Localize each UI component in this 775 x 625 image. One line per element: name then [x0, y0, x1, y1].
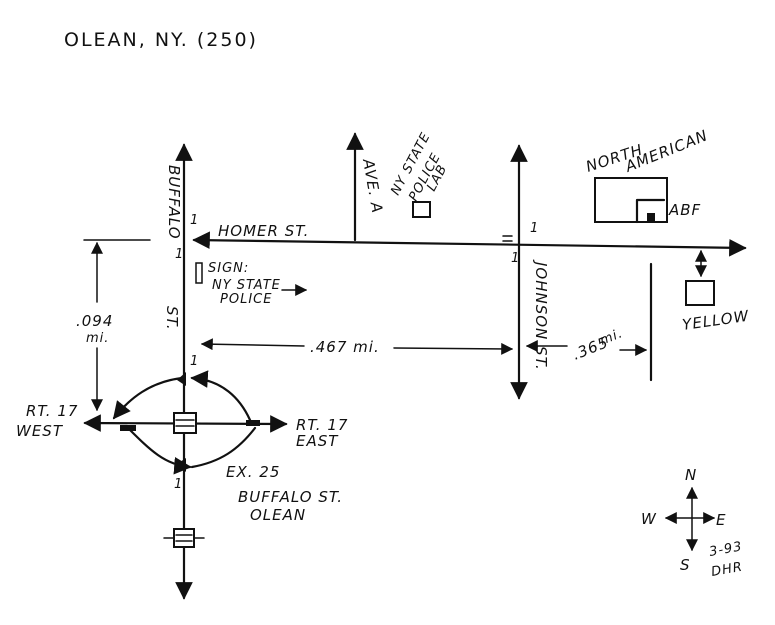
exit-name-line1: BUFFALO ST. [238, 488, 343, 506]
sign-label-line2: NY STATE [212, 278, 281, 293]
abf-building-mark [647, 213, 655, 222]
rt17-east-label-line1: RT. 17 [296, 416, 348, 434]
distance-467-label: .467 mi. [310, 338, 380, 356]
compass-icon [664, 486, 716, 552]
map-title: OLEAN, NY. (250) [64, 29, 258, 51]
bridge-icon-upper [173, 412, 197, 434]
compass-n-label: N [685, 466, 697, 484]
sign-label-line3: POLICE [220, 292, 272, 307]
marker-one-b: 1 [175, 247, 184, 262]
ramp-nw [112, 376, 184, 420]
ramp-se [190, 426, 257, 469]
marker-one-d: 1 [511, 251, 520, 266]
ramp-marker-w [120, 425, 136, 431]
johnson-st-label: JOHNSON ST. [532, 259, 550, 371]
signature-date: 3-93 [708, 539, 744, 560]
police-lab-building [412, 201, 431, 218]
distance-094-unit: mi. [86, 331, 109, 346]
exit-name-line2: OLEAN [250, 506, 306, 524]
compass-w-label: W [641, 510, 657, 528]
exit-label: EX. 25 [226, 463, 280, 481]
rt17-west-label-line2: WEST [16, 422, 64, 440]
distance-467-line-left [200, 338, 305, 351]
rt17-west-label-line1: RT. 17 [26, 402, 78, 420]
marker-one-a: 1 [190, 213, 199, 228]
sign-icon [195, 262, 203, 284]
abf-building [635, 198, 666, 224]
homer-st-road [192, 231, 747, 257]
ramp-marker-n [177, 372, 186, 386]
ramp-marker-s [177, 458, 186, 472]
signature-initials: DHR [710, 560, 744, 580]
distance-467-line-right [393, 342, 514, 355]
distance-094-value: .094 [76, 312, 113, 330]
marker-one-c: 1 [530, 221, 539, 236]
yellow-label: YELLOW [681, 307, 751, 334]
buffalo-st-label: BUFFALO [165, 165, 183, 240]
yellow-building [685, 280, 715, 306]
ave-a-label: AVE. A [359, 157, 386, 215]
marker-one-f: 1 [174, 477, 183, 492]
sign-label-line1: SIGN: [208, 261, 249, 276]
compass-s-label: S [680, 556, 691, 574]
bridge-icon-lower [163, 528, 205, 548]
buffalo-st-abbrev-label: ST. [163, 306, 181, 331]
marker-one-e: 1 [190, 354, 199, 369]
ramp-ne [190, 370, 252, 422]
rt17-east-label-line2: EAST [296, 432, 339, 450]
distance-365-unit: mi. [598, 326, 625, 349]
north-american-building [594, 177, 668, 223]
homer-st-label: HOMER ST. [218, 222, 309, 240]
abf-label: ABF [668, 201, 701, 219]
ramp-marker-e [246, 420, 260, 426]
compass-e-label: E [716, 511, 726, 529]
